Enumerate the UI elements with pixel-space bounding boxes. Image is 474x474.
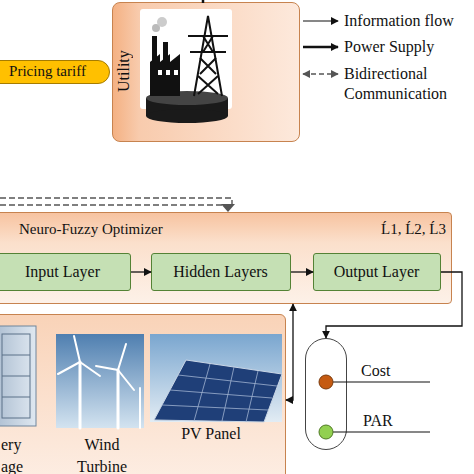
source-label: Wind Turbine — [71, 434, 133, 474]
illustration-part — [118, 370, 134, 390]
illustration-part — [158, 70, 162, 75]
illustration-part — [154, 360, 282, 422]
power-line — [202, 0, 205, 3]
legend-line — [303, 20, 338, 21]
illustration-part — [194, 364, 210, 421]
illustration-part — [246, 371, 258, 422]
utility-box: Utility — [112, 2, 300, 142]
illustration-part — [118, 344, 126, 370]
illustration-part — [2, 334, 30, 418]
illustration-part — [150, 334, 282, 422]
illustration-part — [222, 367, 234, 421]
illustration-part — [333, 381, 430, 382]
communication-line — [0, 198, 232, 205]
illustration-part — [319, 425, 333, 439]
illustration-part — [56, 334, 144, 428]
illustration-part — [188, 36, 228, 52]
illustration-part — [170, 390, 272, 398]
tariff-pill: Pricing tariff — [0, 60, 110, 84]
illustration-part — [162, 405, 268, 410]
layer-box: Hidden Layers — [151, 253, 291, 291]
energy-sources-box: ery age Wind Turbine PV Panel — [0, 314, 286, 474]
source-label: PV Panel — [163, 423, 259, 445]
illustration-part — [194, 16, 222, 96]
legend-sample — [300, 11, 342, 31]
layer-box: Input Layer — [0, 253, 131, 291]
layer-label: Hidden Layers — [152, 254, 289, 289]
illustration-part — [140, 9, 232, 109]
legend-text: Power Supply — [344, 37, 472, 57]
illustration-part — [58, 336, 140, 428]
legend-sample — [300, 37, 342, 57]
illustration-part — [174, 70, 178, 75]
arrow-connector — [286, 304, 293, 400]
output-markers — [319, 375, 430, 439]
illustration-part — [117, 370, 120, 428]
illustration-part — [157, 17, 167, 27]
wind-turbine-icon — [56, 334, 144, 428]
illustration-part — [178, 375, 277, 386]
pv-panel-icon — [150, 334, 282, 422]
output-label: PAR — [363, 412, 423, 430]
illustration-part — [2, 355, 30, 356]
legend-line — [303, 73, 338, 74]
illustration-part — [139, 388, 141, 428]
illustration-part — [333, 431, 430, 432]
layer-label: Output Layer — [314, 254, 439, 289]
illustration-part — [146, 109, 228, 123]
legend-line — [303, 46, 338, 49]
illustration-part — [146, 91, 228, 105]
legend-sample — [300, 64, 342, 84]
tariff-label: Pricing tariff — [0, 61, 108, 82]
illustration-part — [79, 362, 82, 428]
band-title: Neuro-Fuzzy Optimizer — [19, 219, 279, 239]
layer-box: Output Layer — [313, 253, 441, 291]
illustration-part — [198, 58, 218, 94]
variable-list: Ĺ1, Ĺ2, Ĺ3 — [381, 219, 451, 239]
illustration-part — [0, 326, 36, 426]
illustration-part — [0, 198, 232, 205]
illustration-part — [2, 376, 30, 377]
utility-icon — [140, 9, 232, 123]
illustration-part — [188, 16, 228, 96]
arrow-connector — [131, 271, 151, 272]
layer-label: Input Layer — [0, 254, 129, 289]
illustration-part — [166, 70, 170, 75]
output-label: Cost — [361, 362, 421, 380]
illustration-part — [0, 204, 224, 205]
illustration-part — [203, 36, 213, 52]
illustration-part — [146, 98, 228, 116]
source-label: ery age — [1, 434, 33, 474]
illustration-part — [150, 54, 180, 96]
illustration-part — [58, 362, 80, 374]
legend-text: Information flow — [344, 11, 472, 31]
node-title: Utility — [115, 3, 137, 139]
illustration-part — [96, 366, 118, 370]
illustration-part — [152, 24, 160, 32]
illustration-part — [2, 397, 30, 398]
illustration-part — [80, 362, 100, 376]
illustration-part — [74, 336, 80, 362]
output-pill: CostPAR — [305, 338, 347, 450]
arrow-connector — [326, 272, 462, 338]
illustration-part — [163, 42, 168, 62]
illustration-part — [319, 375, 333, 389]
battery-icon — [0, 326, 36, 426]
illustration-part — [152, 36, 157, 62]
illustration-part — [162, 364, 277, 422]
arrow-head — [221, 204, 235, 212]
legend-text: Bidirectional Communication — [344, 64, 472, 104]
optimizer-band: Neuro-Fuzzy Optimizer Ĺ1, Ĺ2, Ĺ3 Input Lay… — [0, 212, 452, 304]
arrow-connector — [291, 271, 313, 272]
